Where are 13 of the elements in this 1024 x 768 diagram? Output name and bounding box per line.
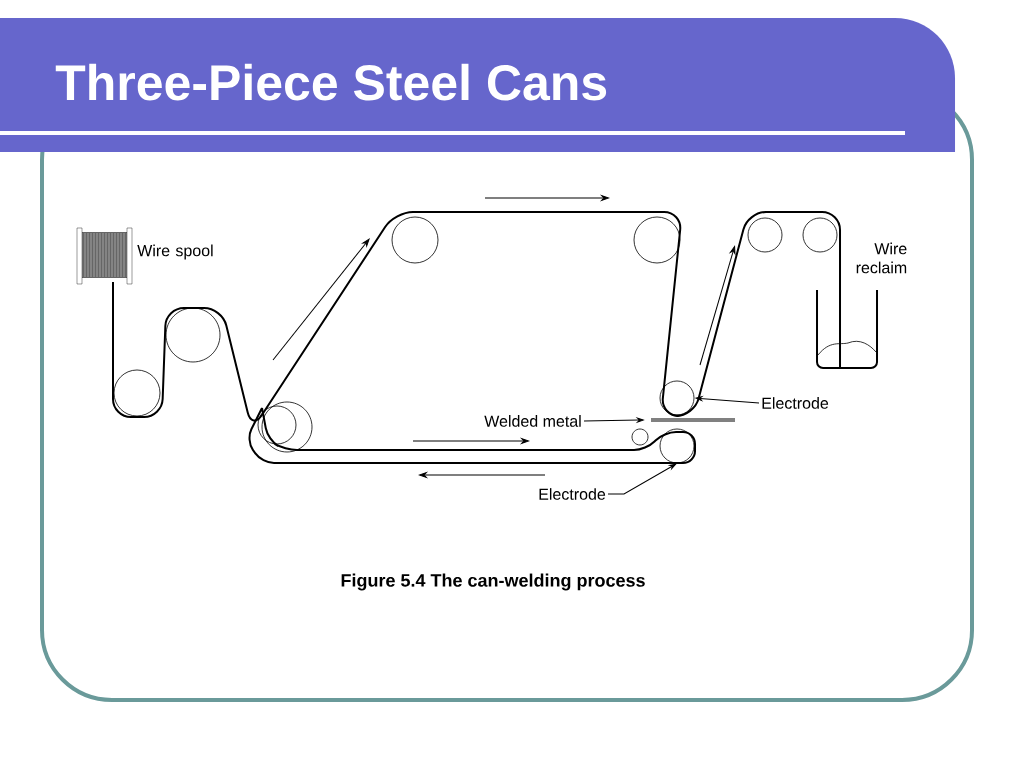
- callout-label: Welded metal: [484, 415, 581, 427]
- callout-label: Electrode: [762, 397, 829, 409]
- callout-label: Electrode: [539, 488, 606, 500]
- part-label: Wire reclaim: [856, 242, 907, 274]
- electrode-roller: [659, 380, 695, 416]
- leader-arrow: [607, 463, 677, 495]
- part-label: Wire spool: [137, 244, 213, 260]
- electrode-roller: [659, 428, 695, 464]
- welded-seam: [651, 418, 735, 422]
- leader-arrow: [695, 396, 760, 404]
- leader-arrow: [583, 417, 644, 423]
- title-bar: Three-Piece Steel Cans: [0, 18, 955, 152]
- figure-caption: Figure 5.4 The can-welding process: [341, 573, 645, 591]
